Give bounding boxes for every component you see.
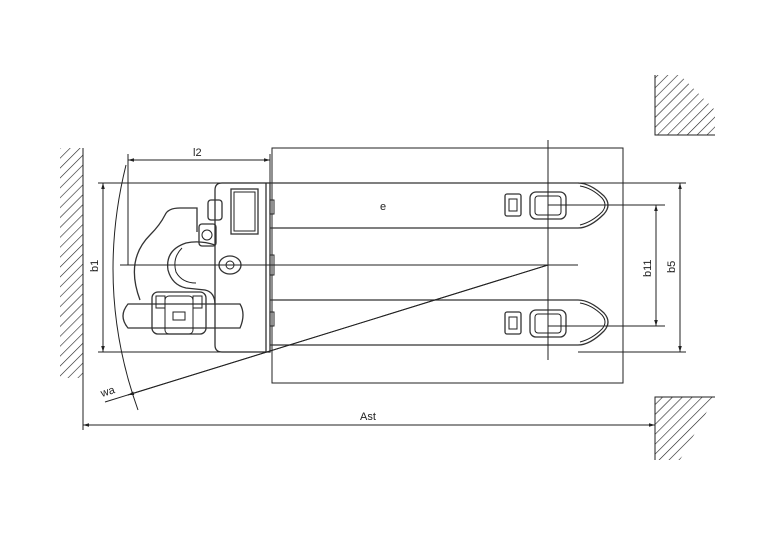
dimension-l2: l2 <box>127 147 271 265</box>
label-b1: b1 <box>89 260 101 272</box>
dimension-ast: Ast <box>83 411 655 427</box>
fork-bottom <box>270 299 609 346</box>
dimension-b1: b1 <box>89 182 270 353</box>
label-b5: b5 <box>666 261 678 273</box>
bottom-right-wall <box>654 396 715 460</box>
label-b11: b11 <box>642 259 654 277</box>
top-right-wall <box>654 75 715 137</box>
label-ast: Ast <box>360 411 376 423</box>
label-e: e <box>380 201 386 213</box>
dimension-b11: b11 <box>548 204 665 327</box>
dimension-wa: wa <box>98 164 549 411</box>
truck-body <box>122 182 275 353</box>
left-wall <box>60 148 84 430</box>
label-l2: l2 <box>193 147 202 159</box>
dimension-b5: b5 <box>578 182 686 353</box>
label-wa: wa <box>98 384 117 400</box>
